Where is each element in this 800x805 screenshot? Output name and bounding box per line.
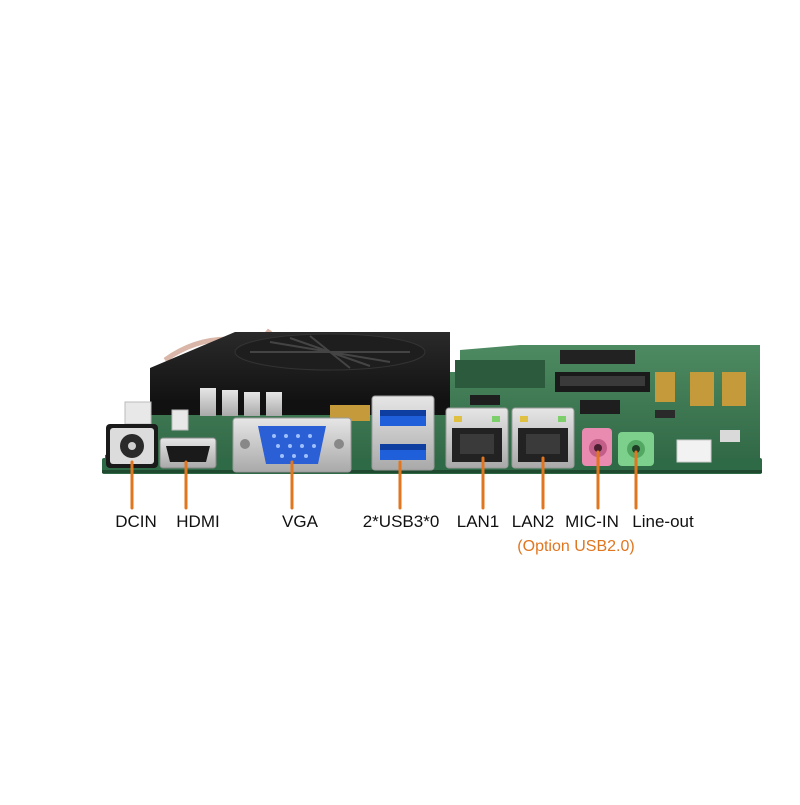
pointer-lines xyxy=(130,450,638,510)
label-hdmi: HDMI xyxy=(176,512,220,531)
lan1-port-illustration xyxy=(445,407,509,469)
lan2-port-illustration xyxy=(511,407,575,469)
label-mic-in: MIC-IN xyxy=(565,512,619,531)
hdmi-port-illustration xyxy=(159,437,217,469)
label-lan1: LAN1 xyxy=(456,512,500,531)
board-components xyxy=(124,350,746,463)
line-out-port-illustration xyxy=(618,432,654,466)
label-lan2: LAN2 xyxy=(511,512,555,531)
label-line-out: Line-out xyxy=(632,512,694,531)
label-vga: VGA xyxy=(282,512,318,531)
lan2-option-note: (Option USB2.0) xyxy=(517,538,635,555)
label-usb3: 2*USB3*0 xyxy=(362,512,440,531)
label-dcin: DCIN xyxy=(115,512,157,531)
mic-in-port-illustration xyxy=(582,428,612,466)
vga-port-illustration xyxy=(232,417,352,473)
dcin-port-illustration xyxy=(106,424,158,468)
usb3-port-illustration xyxy=(371,395,435,471)
